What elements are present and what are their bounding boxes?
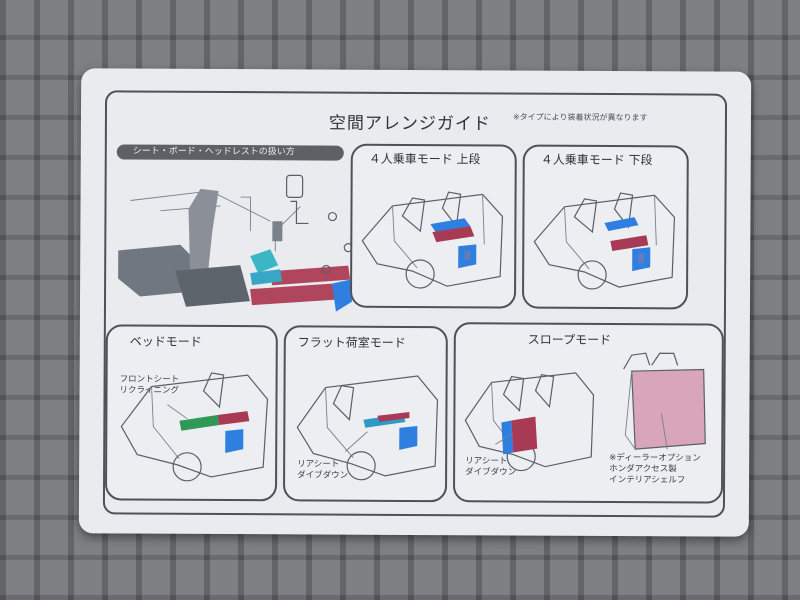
bed-mode-illustration bbox=[120, 372, 269, 482]
four-seat-upper-illustration bbox=[361, 191, 504, 289]
panel-slope-mode: スロープモード リアシート ダイブダウン ※ディーラーオプション ホンダアクセス… bbox=[452, 322, 724, 504]
seat-board-headrest-legend: シート・ボード・ヘッドレストの扱い方 bbox=[116, 144, 344, 161]
card-note: ※タイプにより装着状況が異なります bbox=[512, 112, 648, 123]
panel-four-seat-upper: ４人乗車モード 上段 bbox=[349, 143, 517, 309]
flat-cargo-mode-illustration bbox=[296, 375, 439, 481]
panel-flat-cargo-mode: フラット荷室モード リアシート ダイブダウン bbox=[282, 325, 448, 503]
four-seat-lower-illustration bbox=[533, 192, 676, 290]
seat-operation-illustration bbox=[118, 174, 353, 312]
panel-bed-mode: ベッドモード フロントシート リクライニング bbox=[104, 324, 278, 502]
slope-mode-illustration bbox=[464, 352, 706, 472]
panel-four-seat-lower: ４人乗車モード 下段 bbox=[521, 144, 689, 310]
card-title: 空間アレンジガイド bbox=[328, 113, 491, 135]
arrangement-guide-card: 空間アレンジガイド ※タイプにより装着状況が異なります シート・ボード・ヘッドレ… bbox=[78, 68, 752, 537]
